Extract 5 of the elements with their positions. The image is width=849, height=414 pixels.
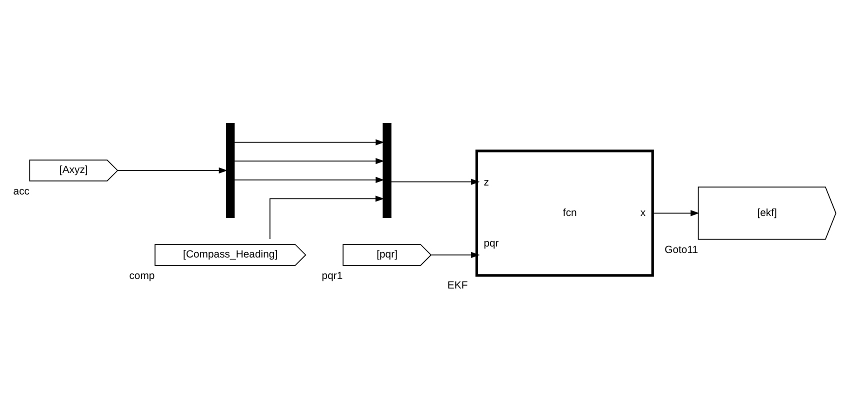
- node-label: Goto11: [664, 244, 698, 256]
- node-label: acc: [13, 186, 30, 198]
- node-label: EKF: [447, 280, 468, 292]
- node-label: comp: [129, 270, 155, 282]
- node-label: pqr1: [322, 270, 343, 282]
